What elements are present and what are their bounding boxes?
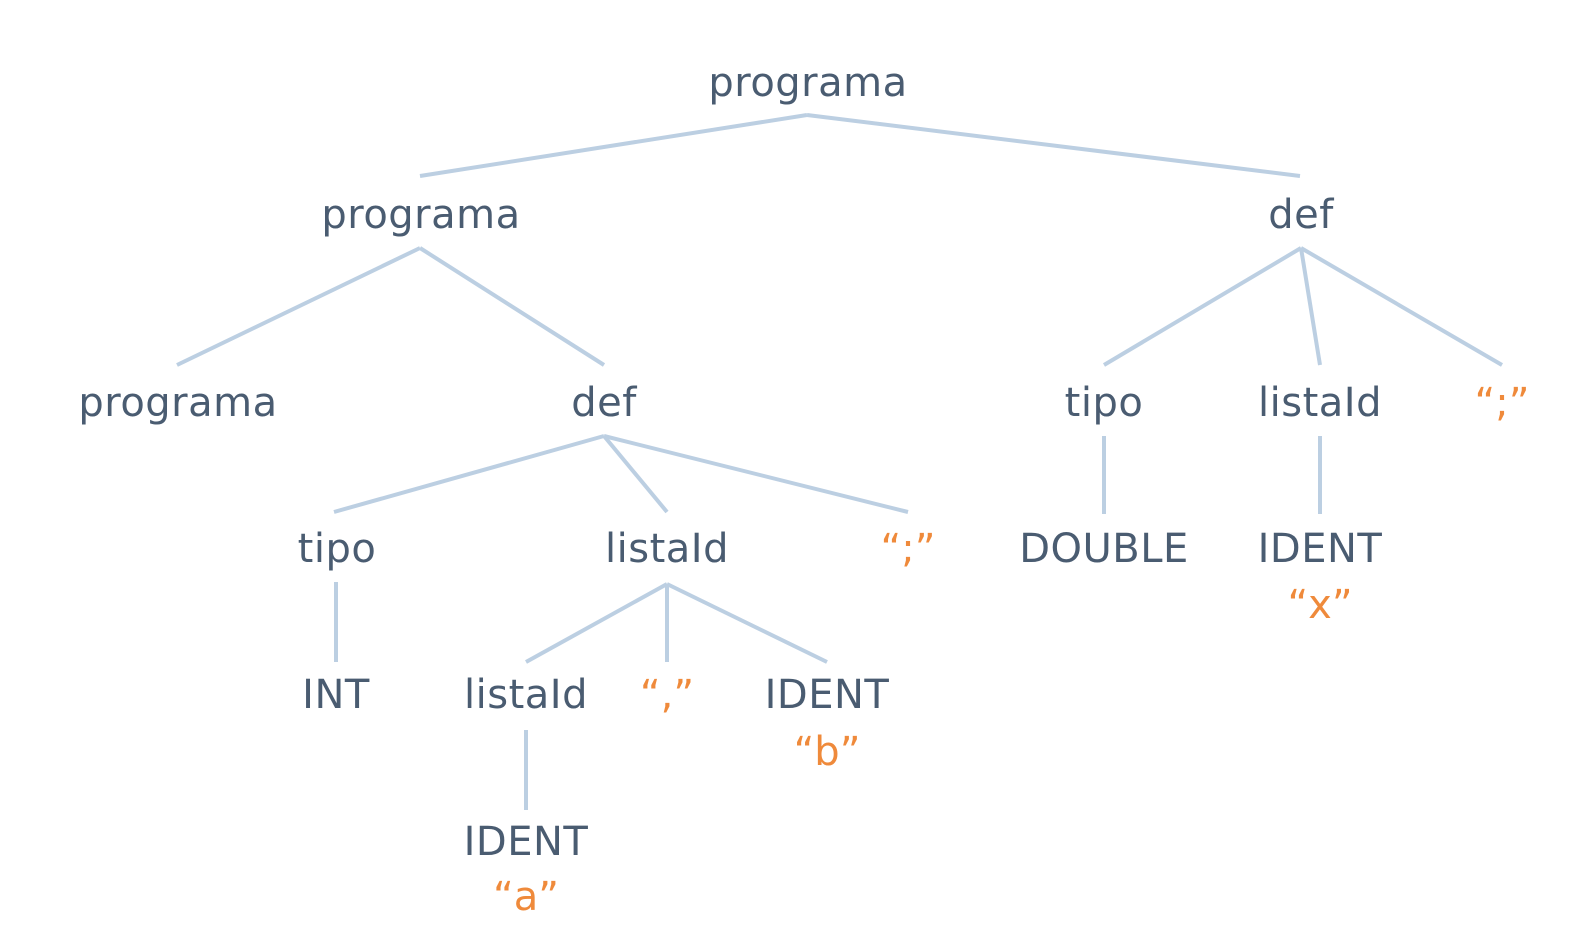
- edge-root-prog1: [419, 113, 808, 178]
- value-b: “b”: [794, 729, 861, 775]
- node-programa-left: programa: [321, 192, 520, 238]
- edge-root-deftop: [806, 113, 1301, 178]
- edge-def1-listaid1: [602, 434, 669, 514]
- edge-prog1-prog2: [176, 246, 421, 367]
- node-def-left: def: [571, 380, 637, 426]
- tree-edges: [176, 113, 1504, 810]
- node-listaid-right: listaId: [1258, 380, 1382, 426]
- value-a: “a”: [493, 874, 559, 920]
- node-semicolon-right: “;”: [1475, 380, 1530, 426]
- edge-prog1-def1: [418, 246, 606, 367]
- node-ident-b: IDENT: [765, 672, 890, 718]
- tree-nodes: programa programa def programa def tipo …: [78, 60, 1529, 920]
- node-ident-x: IDENT: [1258, 526, 1383, 572]
- node-double: DOUBLE: [1019, 526, 1189, 572]
- node-def-right: def: [1268, 192, 1334, 238]
- edge-deftop-tipo2: [1102, 246, 1303, 367]
- node-listaid-inner: listaId: [464, 672, 588, 718]
- node-ident-a: IDENT: [464, 819, 589, 865]
- node-tipo-left: tipo: [298, 526, 377, 572]
- edge-listaid1-identb: [666, 582, 828, 664]
- node-int: INT: [302, 672, 370, 718]
- node-tipo-right: tipo: [1065, 380, 1144, 426]
- node-programa-root: programa: [708, 60, 907, 106]
- value-x: “x”: [1287, 582, 1352, 628]
- edge-def1-tipo1: [333, 434, 605, 514]
- node-listaid-mid: listaId: [605, 526, 729, 572]
- edge-deftop-listaid3: [1299, 247, 1322, 366]
- node-semicolon-left: “;”: [881, 526, 936, 572]
- edge-listaid1-listaid2: [525, 582, 668, 664]
- node-programa-leaf: programa: [78, 380, 277, 426]
- node-comma: “,”: [640, 672, 694, 718]
- edge-deftop-semicolon2: [1299, 246, 1504, 367]
- edge-def1-semicolon1: [603, 434, 909, 514]
